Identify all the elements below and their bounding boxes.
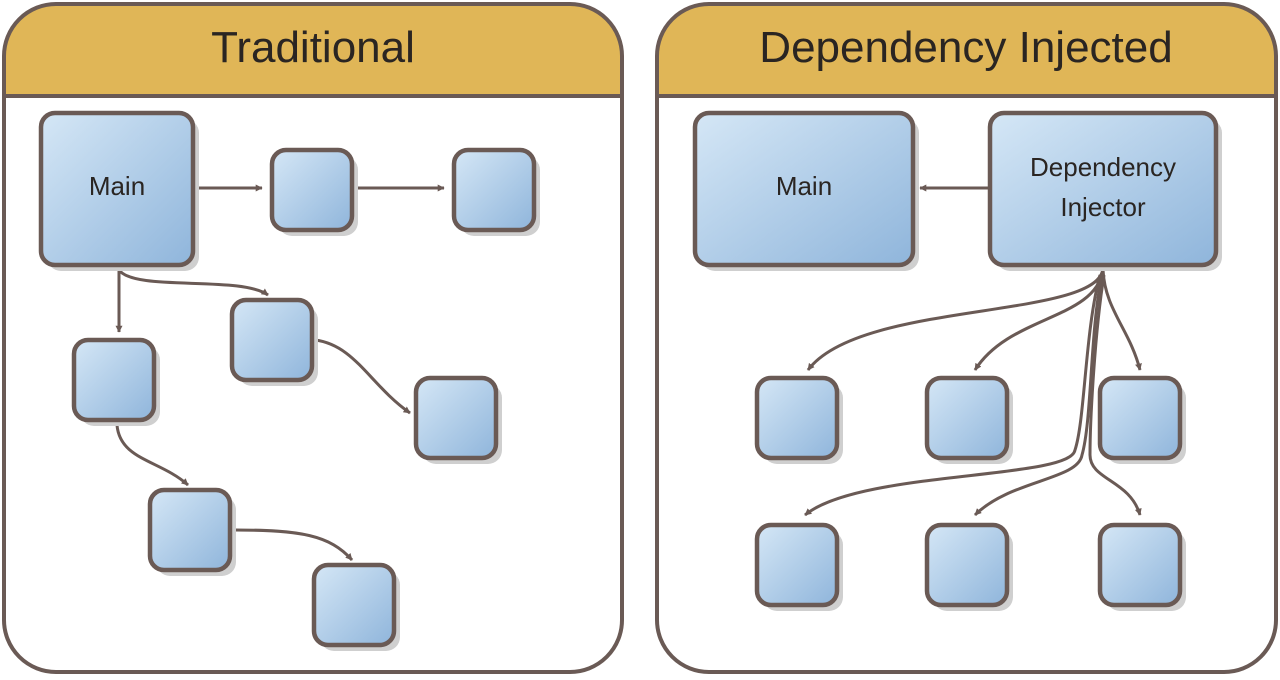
panel-injected-title: Dependency Injected [759, 23, 1172, 72]
node-traditional-5 [413, 375, 502, 464]
node-main-right-box [692, 110, 916, 268]
node-main-right-label: Main [776, 171, 832, 201]
edge-n4-to-n6 [115, 424, 189, 487]
edge-injector-to-r6 [1088, 274, 1142, 516]
node-injected-r6 [1097, 522, 1186, 611]
panel-traditional-border [2, 2, 624, 674]
edge-injector-to-r4 [804, 274, 1102, 517]
node-injected-r4 [754, 522, 843, 611]
panel-traditional-header [4, 4, 622, 96]
panel-traditional: Traditional Main [2, 2, 624, 674]
edge-n3-to-n5 [314, 338, 411, 415]
node-dependency-injector: Dependency Injector [987, 110, 1222, 271]
node-traditional-6 [147, 487, 236, 576]
panel-injected-border [655, 2, 1278, 674]
edge-injector-to-r3 [1101, 269, 1142, 371]
node-injected-r2 [924, 375, 1013, 464]
panel-traditional-title: Traditional [211, 23, 415, 72]
panel-injected-header [657, 4, 1276, 96]
node-traditional-7 [311, 562, 400, 651]
node-injected-r3 [1097, 375, 1186, 464]
edge-injector-to-r5 [973, 274, 1104, 517]
node-main-left-box [38, 110, 196, 268]
node-injected-r5 [924, 522, 1013, 611]
node-main-left-label: Main [89, 171, 145, 201]
node-main-right: Main [692, 110, 919, 271]
edge-main-to-n3 [117, 268, 269, 297]
node-traditional-3 [229, 297, 318, 386]
traditional-edges [115, 184, 445, 561]
node-main-left: Main [38, 110, 199, 271]
node-traditional-2 [451, 147, 540, 236]
node-injector-label-line2: Injector [1060, 192, 1146, 222]
edge-injector-to-r1 [806, 267, 1105, 371]
edge-n6-to-n7 [234, 528, 354, 561]
node-injector-box [987, 110, 1219, 268]
panel-dependency-injected: Dependency Injected Main Dependency Inje… [655, 2, 1278, 674]
node-traditional-4 [71, 337, 160, 426]
injected-edges [804, 184, 1142, 517]
node-injected-r1 [754, 375, 843, 464]
node-injector-label-line1: Dependency [1030, 152, 1176, 182]
node-traditional-1 [269, 147, 358, 236]
